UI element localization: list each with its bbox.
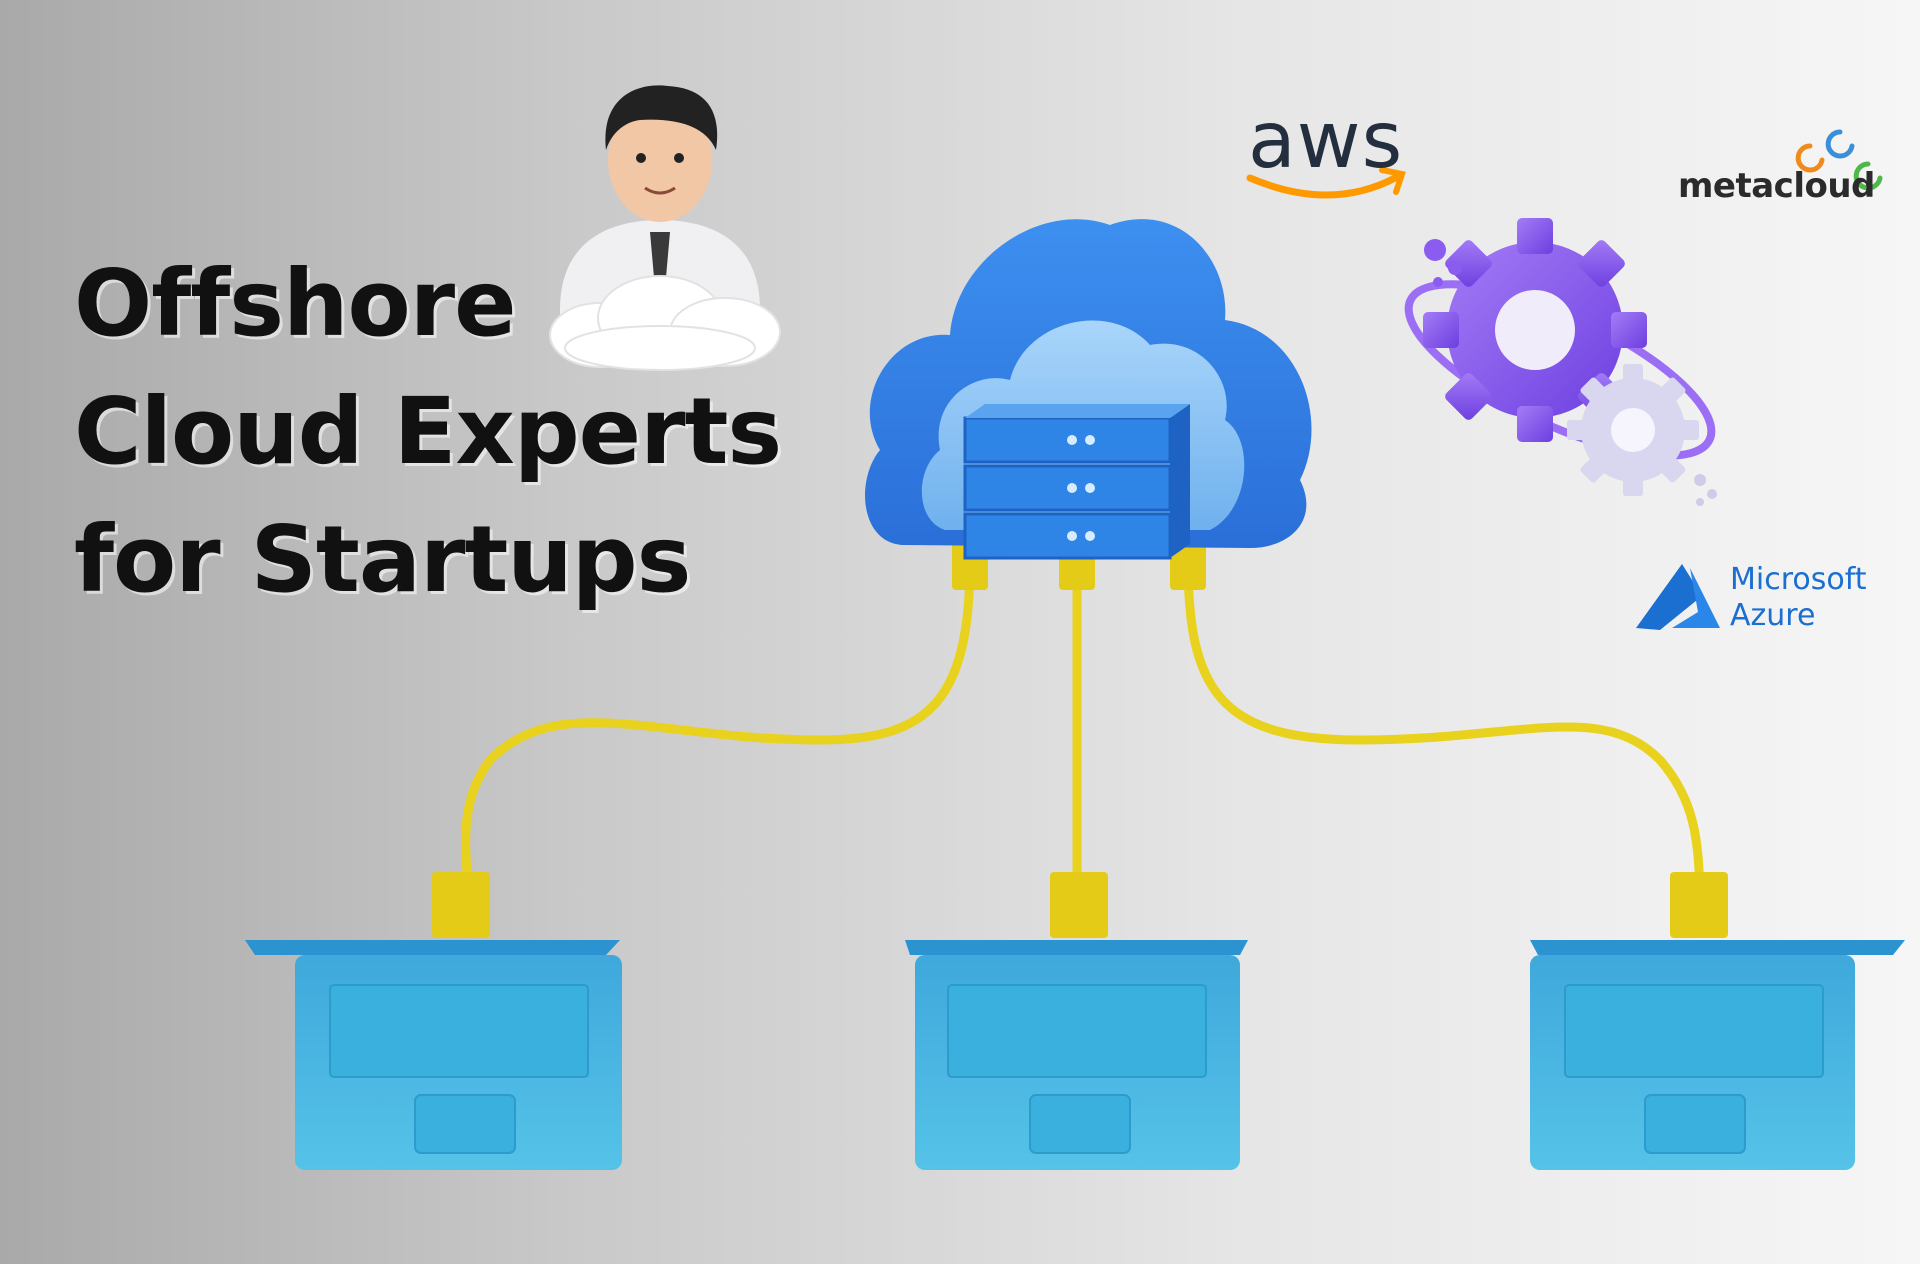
aws-smile-icon [1246,167,1406,199]
aws-logo: aws [1248,96,1404,186]
laptop-icon [245,940,1905,1170]
businessman-on-cloud-icon [549,85,781,371]
cloud-server-icon [865,219,1312,560]
headline-line-2: Cloud Experts [74,378,782,485]
server-stack-icon [963,404,1190,560]
gears-icon [1404,218,1717,506]
headline: Offshore Cloud Experts for Startups [74,240,782,624]
azure-logo-line-1: Microsoft [1730,562,1867,597]
network-cable-icon [461,555,1705,900]
azure-logo-line-2: Azure [1730,598,1816,633]
cable-connector-bottom [432,872,1728,938]
azure-logo-icon [1636,564,1720,630]
microsoft-azure-logo: Microsoft Azure [1730,562,1867,634]
metacloud-logo: metacloud [1678,166,1875,206]
headline-line-1: Offshore [74,250,517,357]
headline-line-3: for Startups [74,506,691,613]
metacloud-swirl-icon [1795,129,1883,191]
